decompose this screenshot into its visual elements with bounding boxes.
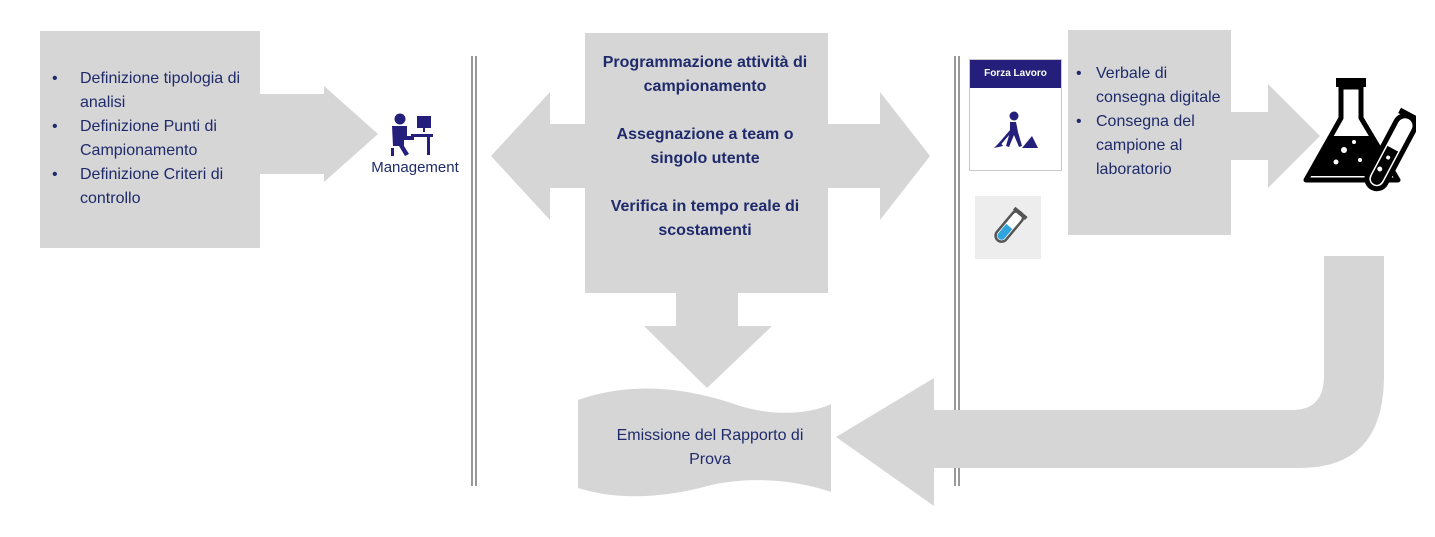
arrow-down <box>644 290 772 388</box>
worker-shovel-icon <box>992 110 1040 152</box>
left-bullet-1: Definizione tipologia di analisi <box>40 67 260 115</box>
center-line-1: Programmazione attività di campionamento <box>602 54 808 95</box>
forza-lavoro-title: Forza Lavoro <box>970 60 1061 88</box>
report-document <box>578 388 831 497</box>
management-label: Management <box>371 159 459 176</box>
center-line-3: Verifica in tempo reale di scostamenti <box>610 198 800 239</box>
arrow-right-left <box>258 86 378 182</box>
arrow-right-right <box>1229 84 1320 188</box>
center-line-2: Assegnazione a team o singolo utente <box>616 126 794 167</box>
right-box-content: Verbale di consegna digitale Consegna de… <box>1068 62 1231 182</box>
separator-left <box>471 56 477 486</box>
lab-flask-icon <box>1298 76 1423 206</box>
center-box <box>585 33 828 293</box>
left-box-content: Definizione tipologia di analisi Definiz… <box>40 67 260 211</box>
left-bullet-3: Definizione Criteri di controllo <box>40 163 260 211</box>
test-tube-icon <box>983 204 1033 252</box>
left-bullet-2: Definizione Punti di Campionamento <box>40 115 260 163</box>
arrow-uturn <box>836 256 1384 506</box>
report-label: Emissione del Rapporto di Prova <box>616 427 804 468</box>
right-bullet-1: Verbale di consegna digitale <box>1068 62 1231 110</box>
center-box-content: Programmazione attività di campionamento… <box>595 51 815 267</box>
forza-lavoro-card: Forza Lavoro <box>970 60 1061 88</box>
person-at-computer-icon <box>383 112 439 158</box>
right-bullet-2: Consegna del campione al laboratorio <box>1068 110 1231 182</box>
